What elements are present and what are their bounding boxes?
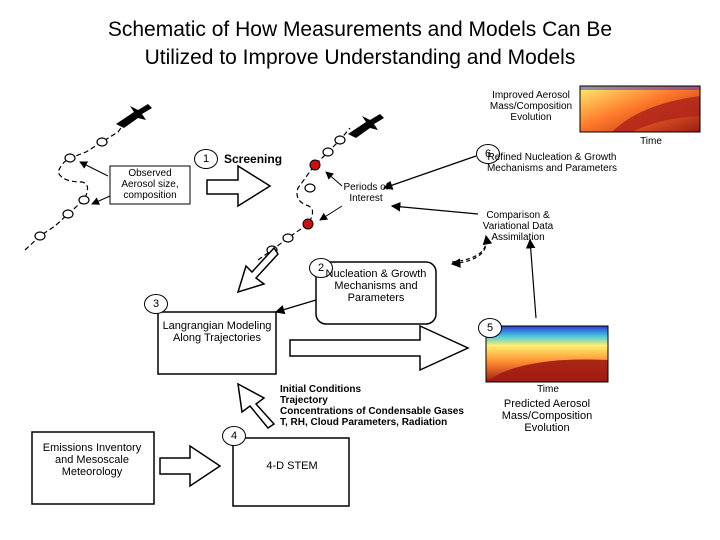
predicted-label: Predicted Aerosol Mass/Composition Evolu… <box>501 398 593 434</box>
interest-marker-top <box>309 159 321 171</box>
emissions-label: Emissions Inventory and Mesoscale Meteor… <box>42 442 142 478</box>
title-line-1: Schematic of How Measurements and Models… <box>107 18 613 41</box>
initial-conditions-item: Initial Conditions <box>280 384 362 395</box>
stem-to-model-arrow <box>237 382 276 430</box>
airplane-icon <box>116 104 152 128</box>
lagrangian-box <box>157 311 277 375</box>
step-6-marker: 6 <box>476 144 500 164</box>
screening-to-model-arrow <box>236 246 279 294</box>
trajectory-item: Trajectory <box>280 395 328 406</box>
title-line-2: Utilized to Improve Understanding and Mo… <box>144 46 576 69</box>
initial-conditions-list: Initial Conditions Trajectory Concentrat… <box>280 384 480 428</box>
observed-flight-track <box>24 104 152 251</box>
comparison-label: Comparison & Variational Data Assimilati… <box>482 210 554 243</box>
screening-label: Screening <box>224 152 283 166</box>
nucleation-label: Nucleation & Growth Mechanisms and Param… <box>325 268 427 304</box>
time-axis-top: Time <box>640 136 662 147</box>
diagram-title: Schematic of How Measurements and Models… <box>0 16 720 72</box>
emissions-to-stem-arrow <box>159 444 222 488</box>
refined-label: Refined Nucleation & Growth Mechanisms a… <box>486 152 618 174</box>
observed-label: Observed Aerosol size, composition <box>121 168 179 201</box>
airplane-icon <box>348 114 384 138</box>
step-2-marker: 2 <box>309 258 333 278</box>
step-3-marker: 3 <box>144 294 168 314</box>
model-to-predicted-arrow <box>289 324 470 372</box>
step-4-marker: 4 <box>222 426 246 446</box>
step-5-marker: 5 <box>478 318 502 338</box>
predicted-heatmap <box>485 325 609 383</box>
step-1-marker: 1 <box>194 149 218 169</box>
improved-heatmap <box>579 85 701 133</box>
gases-item: Concentrations of Condensable Gases <box>280 406 464 417</box>
periods-label: Periods of Interest <box>343 182 389 204</box>
nucleation-box <box>315 261 437 325</box>
time-axis-bottom: Time <box>537 384 559 395</box>
emissions-box <box>31 431 155 505</box>
stem-box <box>232 437 350 507</box>
observed-box <box>109 165 191 205</box>
screening-arrow <box>206 164 272 208</box>
stem-label: 4-D STEM <box>266 460 318 472</box>
lagrangian-label: Langrangian Modeling Along Trajectories <box>162 320 272 344</box>
improved-label: Improved Aerosol Mass/Composition Evolut… <box>489 90 573 123</box>
meteorology-item: T, RH, Cloud Parameters, Radiation <box>280 417 448 428</box>
interest-marker-bottom <box>302 218 314 230</box>
